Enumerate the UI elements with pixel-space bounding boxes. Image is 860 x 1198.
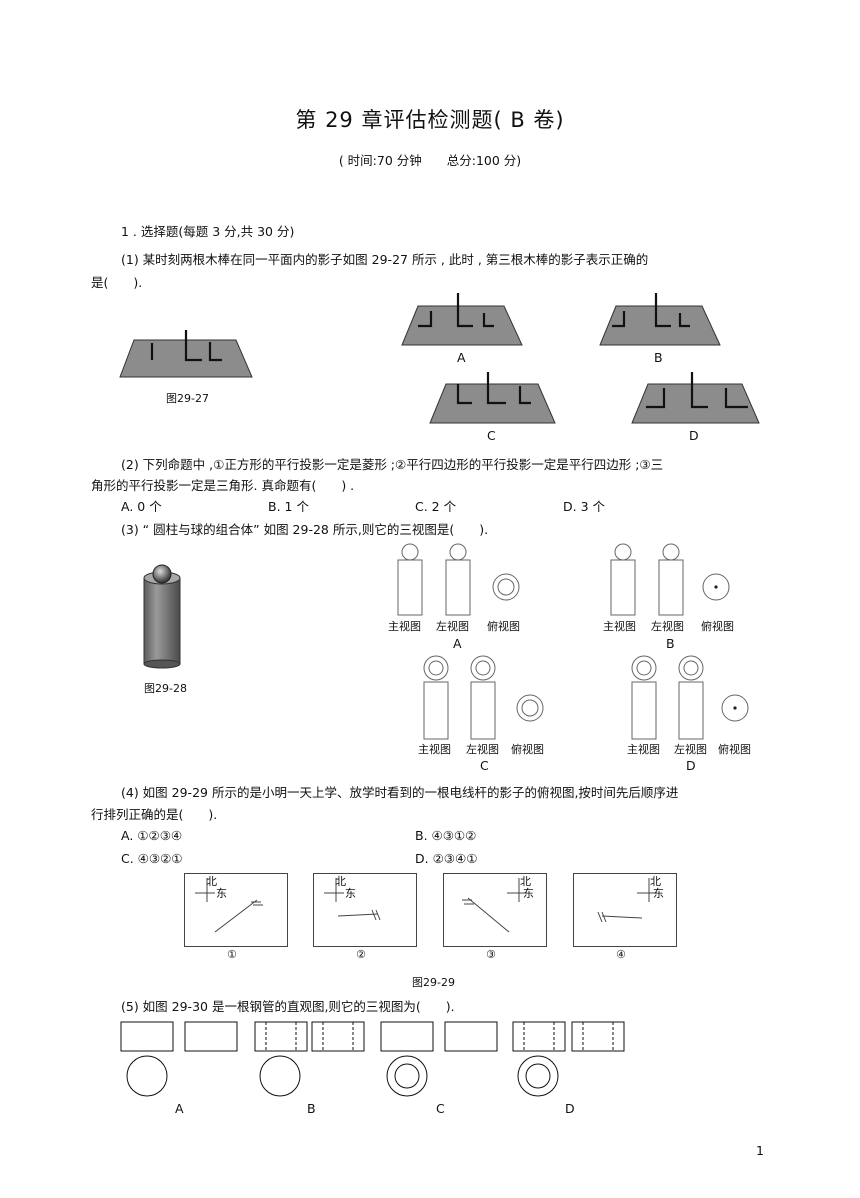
east-label: 东	[523, 887, 534, 900]
q3-option-d-label[interactable]: D	[686, 758, 696, 773]
panel-label-3: ③	[486, 948, 496, 961]
shadow-panel-4	[573, 873, 677, 947]
q2-option-c[interactable]: C. 2 个	[415, 499, 457, 514]
q4-text-line2: 行排列正确的是( ).	[91, 807, 218, 822]
q1-text-line2: 是( ).	[91, 275, 143, 290]
view-label-front: 主视图	[418, 743, 451, 756]
q1-option-a-figure[interactable]	[400, 293, 525, 348]
figure-caption: 图29-28	[144, 682, 187, 695]
q2-text-line1: (2) 下列命题中 ,①正方形的平行投影一定是菱形 ;②平行四边形的平行投影一定…	[121, 457, 664, 472]
view-label-front: 主视图	[388, 620, 421, 633]
figure-caption: 图29-27	[166, 392, 209, 405]
north-label: 北	[650, 875, 661, 888]
exam-time-score: ( 时间:70 分钟 总分:100 分)	[338, 153, 522, 168]
q1-option-d-label[interactable]: D	[689, 428, 699, 443]
q3-option-b-figure[interactable]	[608, 542, 748, 622]
panel-label-1: ①	[227, 948, 237, 961]
q2-option-d[interactable]: D. 3 个	[563, 499, 605, 514]
q2-option-a[interactable]: A. 0 个	[121, 499, 162, 514]
q5-option-c-label[interactable]: C	[436, 1101, 445, 1116]
q2-text-line2: 角形的平行投影一定是三角形. 真命题有( ) .	[91, 478, 355, 493]
q3-option-c-figure[interactable]	[420, 655, 560, 743]
q1-option-c-figure[interactable]	[428, 370, 558, 426]
view-label-left: 左视图	[436, 620, 469, 633]
north-label: 北	[206, 875, 217, 888]
q1-option-a-label[interactable]: A	[457, 350, 466, 365]
q1-option-b-figure[interactable]	[598, 293, 723, 348]
view-label-left: 左视图	[466, 743, 499, 756]
shadow-panel-1	[184, 873, 288, 947]
q5-option-b-figure[interactable]	[254, 1021, 374, 1101]
q4-text-line1: (4) 如图 29-29 所示的是小明一天上学、放学时看到的一根电线杆的影子的俯…	[121, 785, 679, 800]
q1-text-line1: (1) 某时刻两根木棒在同一平面内的影子如图 29-27 所示 , 此时 , 第…	[121, 252, 649, 267]
shadow-panel-3	[443, 873, 547, 947]
q3-option-d-figure[interactable]	[627, 655, 767, 743]
section-heading: 1 . 选择题(每题 3 分,共 30 分)	[121, 224, 295, 239]
q3-text-line1: (3) “ 圆柱与球的组合体” 如图 29-28 所示,则它的三视图是( ).	[121, 522, 489, 537]
east-label: 东	[653, 887, 664, 900]
view-label-top: 俯视图	[718, 743, 751, 756]
page-number: 1	[756, 1143, 764, 1158]
north-label: 北	[335, 875, 346, 888]
view-label-front: 主视图	[627, 743, 660, 756]
q5-option-b-label[interactable]: B	[307, 1101, 316, 1116]
view-label-left: 左视图	[651, 620, 684, 633]
figure-caption: 图29-29	[412, 976, 455, 989]
view-label-top: 俯视图	[701, 620, 734, 633]
q2-option-b[interactable]: B. 1 个	[268, 499, 309, 514]
view-label-top: 俯视图	[511, 743, 544, 756]
q5-text-line1: (5) 如图 29-30 是一根钢管的直观图,则它的三视图为( ).	[121, 999, 455, 1014]
q5-option-a-figure[interactable]	[120, 1021, 240, 1101]
q4-option-b[interactable]: B. ④③①②	[415, 828, 477, 843]
q5-option-c-figure[interactable]	[380, 1021, 500, 1101]
east-label: 东	[345, 887, 356, 900]
q5-option-d-figure[interactable]	[512, 1021, 632, 1101]
q4-option-c[interactable]: C. ④③②①	[121, 851, 183, 866]
q1-option-d-figure[interactable]	[630, 370, 762, 426]
shadow-panel-2	[313, 873, 417, 947]
q3-option-a-label[interactable]: A	[453, 636, 462, 651]
figure-29-28	[143, 564, 181, 669]
figure-29-27	[119, 330, 253, 378]
q5-option-d-label[interactable]: D	[565, 1101, 575, 1116]
panel-label-2: ②	[356, 948, 366, 961]
north-label: 北	[520, 875, 531, 888]
q3-option-c-label[interactable]: C	[480, 758, 489, 773]
view-label-left: 左视图	[674, 743, 707, 756]
q1-option-b-label[interactable]: B	[654, 350, 663, 365]
view-label-front: 主视图	[603, 620, 636, 633]
panel-label-4: ④	[616, 948, 626, 961]
view-label-top: 俯视图	[487, 620, 520, 633]
q3-option-b-label[interactable]: B	[666, 636, 675, 651]
q4-option-d[interactable]: D. ②③④①	[415, 851, 478, 866]
q1-option-c-label[interactable]: C	[487, 428, 496, 443]
q4-option-a[interactable]: A. ①②③④	[121, 828, 183, 843]
east-label: 东	[216, 887, 227, 900]
q5-option-a-label[interactable]: A	[175, 1101, 184, 1116]
q3-option-a-figure[interactable]	[395, 542, 535, 622]
page-title: 第 29 章评估检测题( B 卷)	[295, 108, 565, 132]
